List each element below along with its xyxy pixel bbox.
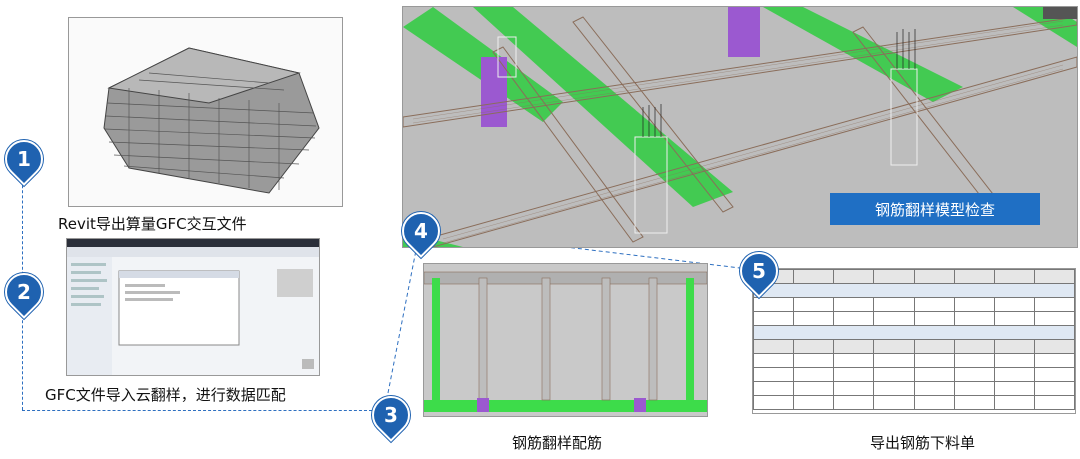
connector-2-3-vertical <box>22 305 23 410</box>
revit-model-image <box>68 17 343 207</box>
building-model-illustration <box>69 18 342 206</box>
step-2-caption: GFC文件导入云翻样，进行数据匹配 <box>45 386 286 404</box>
rebar-layout-plan <box>423 263 708 417</box>
step-2-number: 2 <box>17 280 31 304</box>
cutting-list-table <box>753 269 1075 410</box>
software-window-illustration <box>67 239 319 375</box>
connector-1-2 <box>22 175 23 285</box>
step-4-number: 4 <box>414 219 428 243</box>
step-1-number: 1 <box>17 147 31 171</box>
rebar-cutting-list <box>752 268 1076 414</box>
step-4-caption-tag: 钢筋翻样模型检查 <box>830 193 1040 225</box>
step-3-caption: 钢筋翻样配筋 <box>512 434 603 452</box>
gfc-software-screenshot <box>66 238 320 376</box>
step-5-caption: 导出钢筋下料单 <box>870 434 976 452</box>
step-5-number: 5 <box>752 259 766 283</box>
step-1-caption: Revit导出算量GFC交互文件 <box>58 215 247 233</box>
step-3-number: 3 <box>384 403 398 427</box>
connector-2-3-horizontal <box>22 410 372 411</box>
rebar-plan-illustration <box>424 264 707 416</box>
